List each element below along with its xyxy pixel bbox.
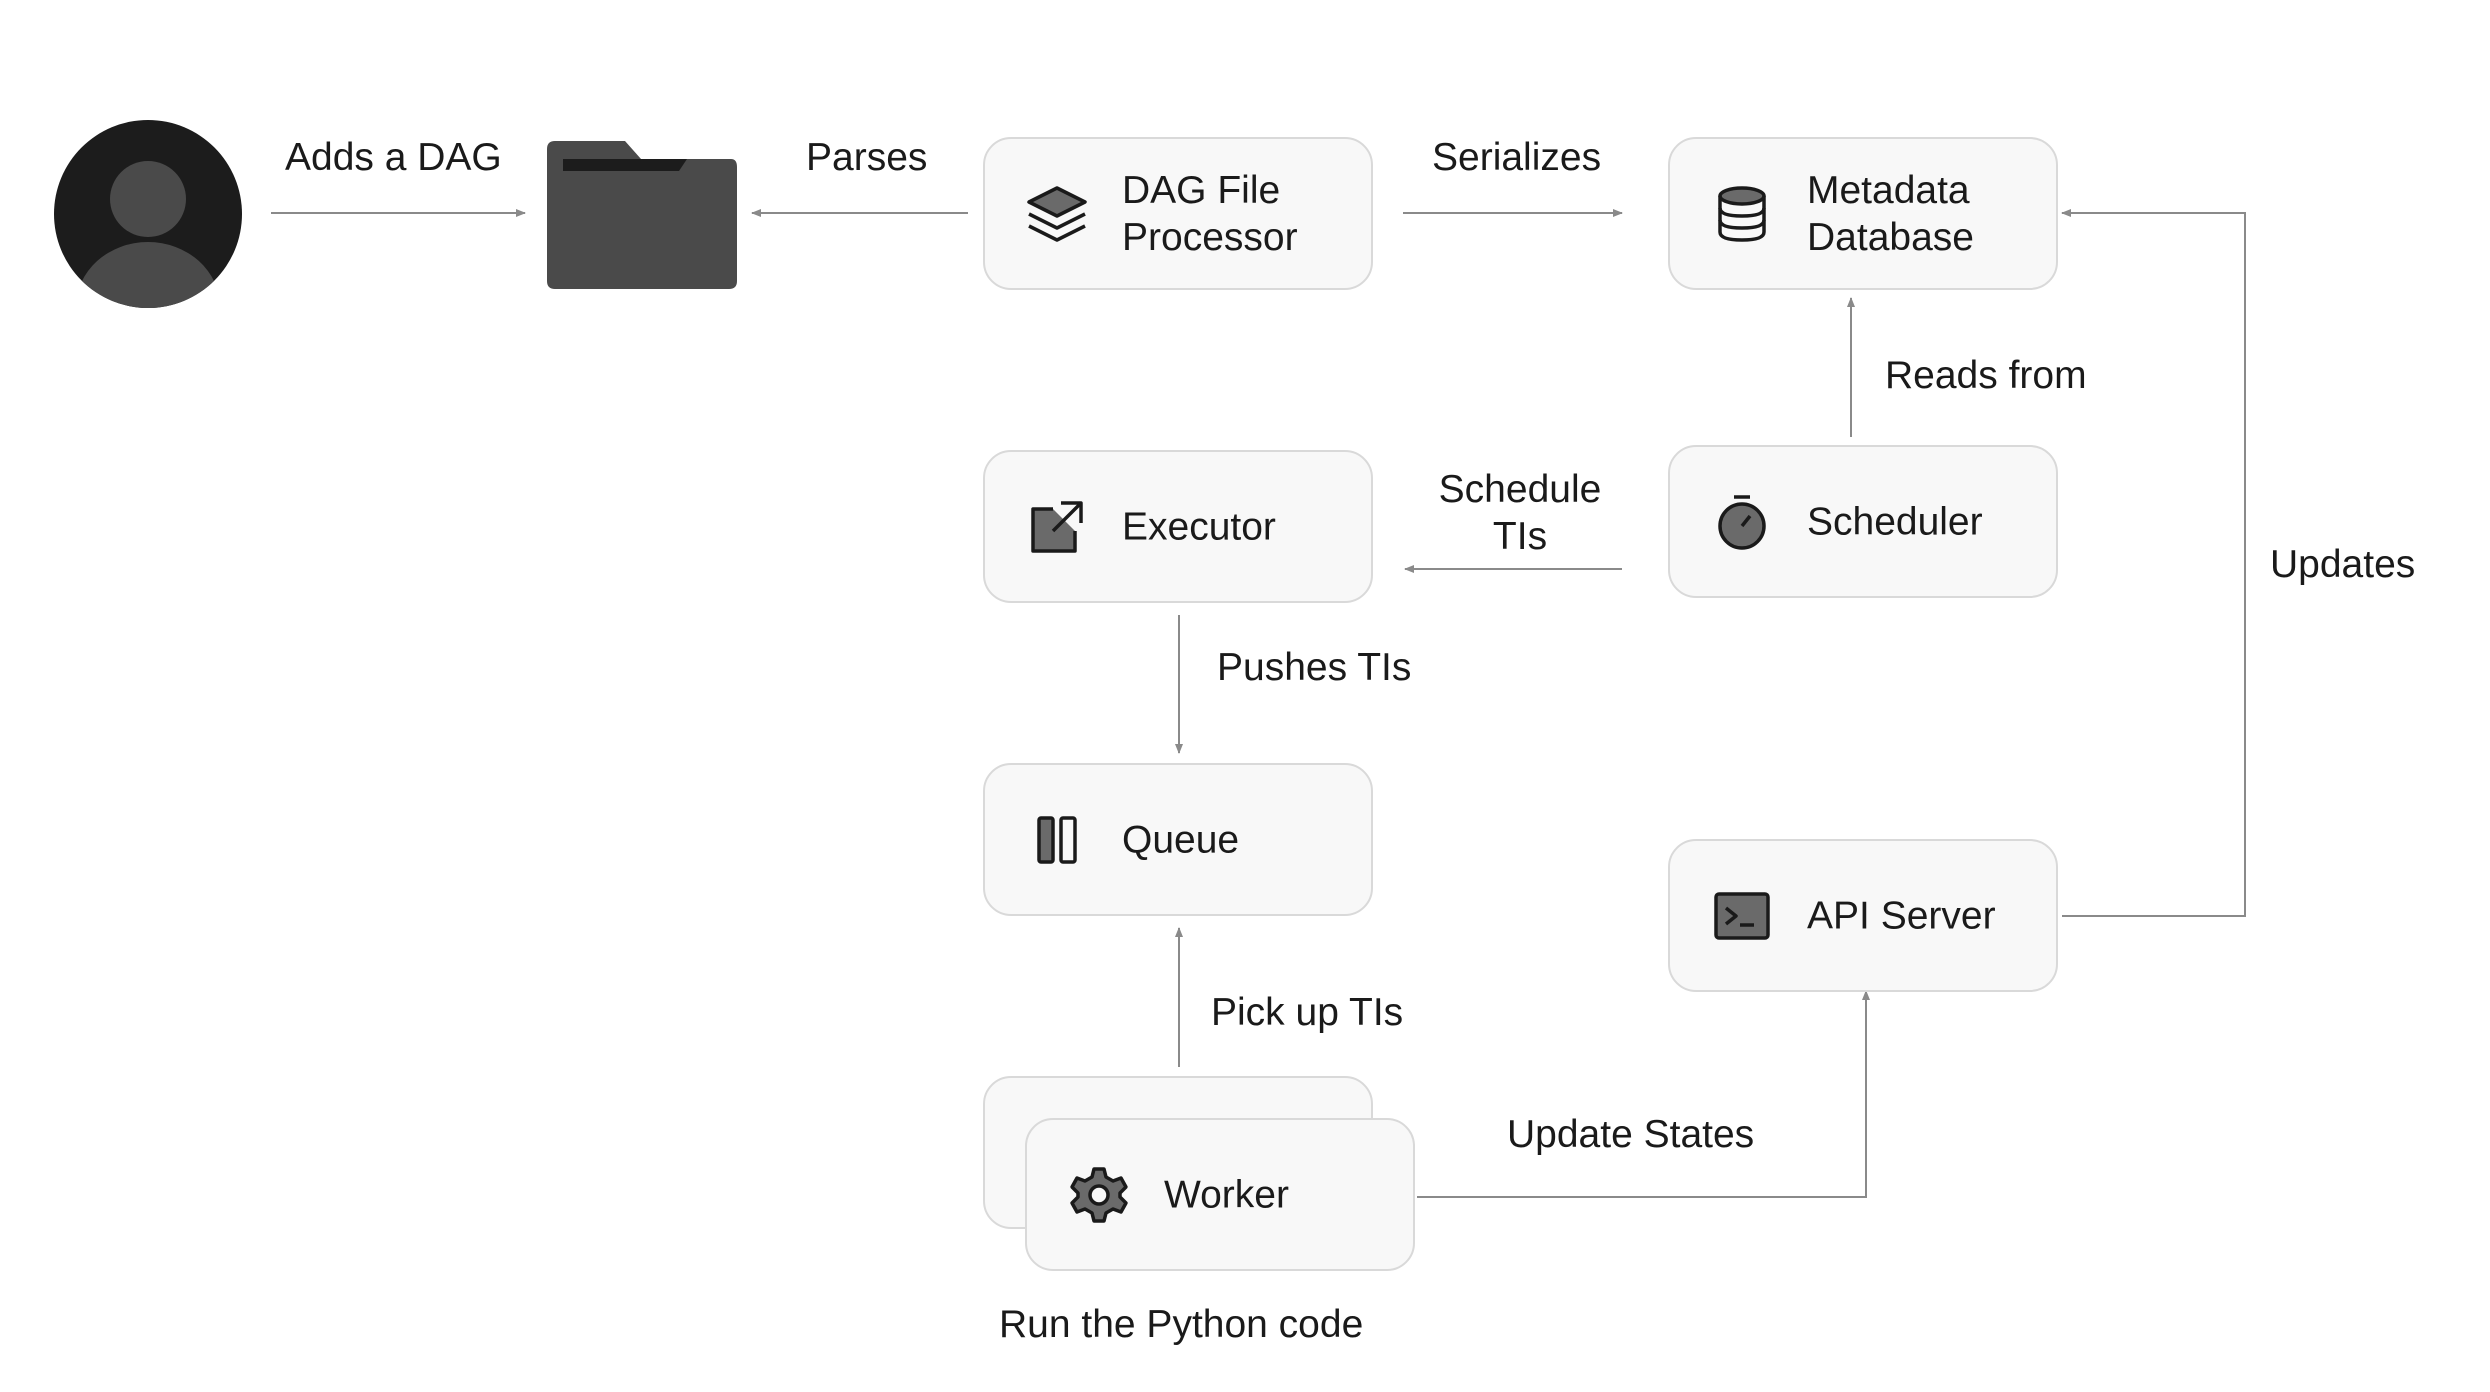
database-icon bbox=[1710, 182, 1774, 246]
metadata-database-label: Metadata Database bbox=[1807, 168, 1974, 259]
stopwatch-icon bbox=[1710, 490, 1774, 554]
worker-node: Worker bbox=[1025, 1118, 1415, 1271]
scheduler-label: Scheduler bbox=[1807, 500, 1983, 543]
terminal-icon bbox=[1710, 884, 1774, 948]
dag-file-processor-label: DAG File Processor bbox=[1122, 168, 1298, 259]
api-server-label: API Server bbox=[1807, 894, 1996, 937]
edge-api-to-db bbox=[2061, 209, 2246, 917]
queue-label: Queue bbox=[1122, 818, 1240, 861]
edge-label-pick-up-tis: Pick up TIs bbox=[1211, 991, 1404, 1034]
edge-label-adds-dag: Adds a DAG bbox=[285, 136, 502, 179]
edge-worker-to-api bbox=[1417, 990, 1870, 1198]
executor-label: Executor bbox=[1122, 505, 1276, 548]
metadata-database-node: Metadata Database bbox=[1668, 137, 2058, 290]
edge-label-schedule-tis: Schedule TIs bbox=[1438, 468, 1602, 558]
layers-icon bbox=[1025, 182, 1089, 246]
edge-label-pushes-tis: Pushes TIs bbox=[1217, 646, 1412, 689]
dag-file-processor-node: DAG File Processor bbox=[983, 137, 1373, 290]
worker-caption: Run the Python code bbox=[999, 1303, 1364, 1346]
executor-node: Executor bbox=[983, 450, 1373, 603]
scheduler-node: Scheduler bbox=[1668, 445, 2058, 598]
edge-label-update-states: Update States bbox=[1507, 1113, 1755, 1156]
external-link-icon bbox=[1025, 495, 1089, 559]
edge-label-serializes: Serializes bbox=[1432, 136, 1602, 179]
queue-node: Queue bbox=[983, 763, 1373, 916]
user-avatar-icon bbox=[53, 119, 243, 309]
api-server-node: API Server bbox=[1668, 839, 2058, 992]
edge-label-parses: Parses bbox=[806, 136, 928, 179]
pause-columns-icon bbox=[1025, 808, 1089, 872]
folder-icon bbox=[547, 137, 737, 289]
edge-label-reads-from: Reads from bbox=[1885, 354, 2087, 397]
edge-label-updates: Updates bbox=[2270, 543, 2416, 586]
worker-label: Worker bbox=[1164, 1173, 1289, 1216]
gear-icon bbox=[1067, 1163, 1131, 1227]
